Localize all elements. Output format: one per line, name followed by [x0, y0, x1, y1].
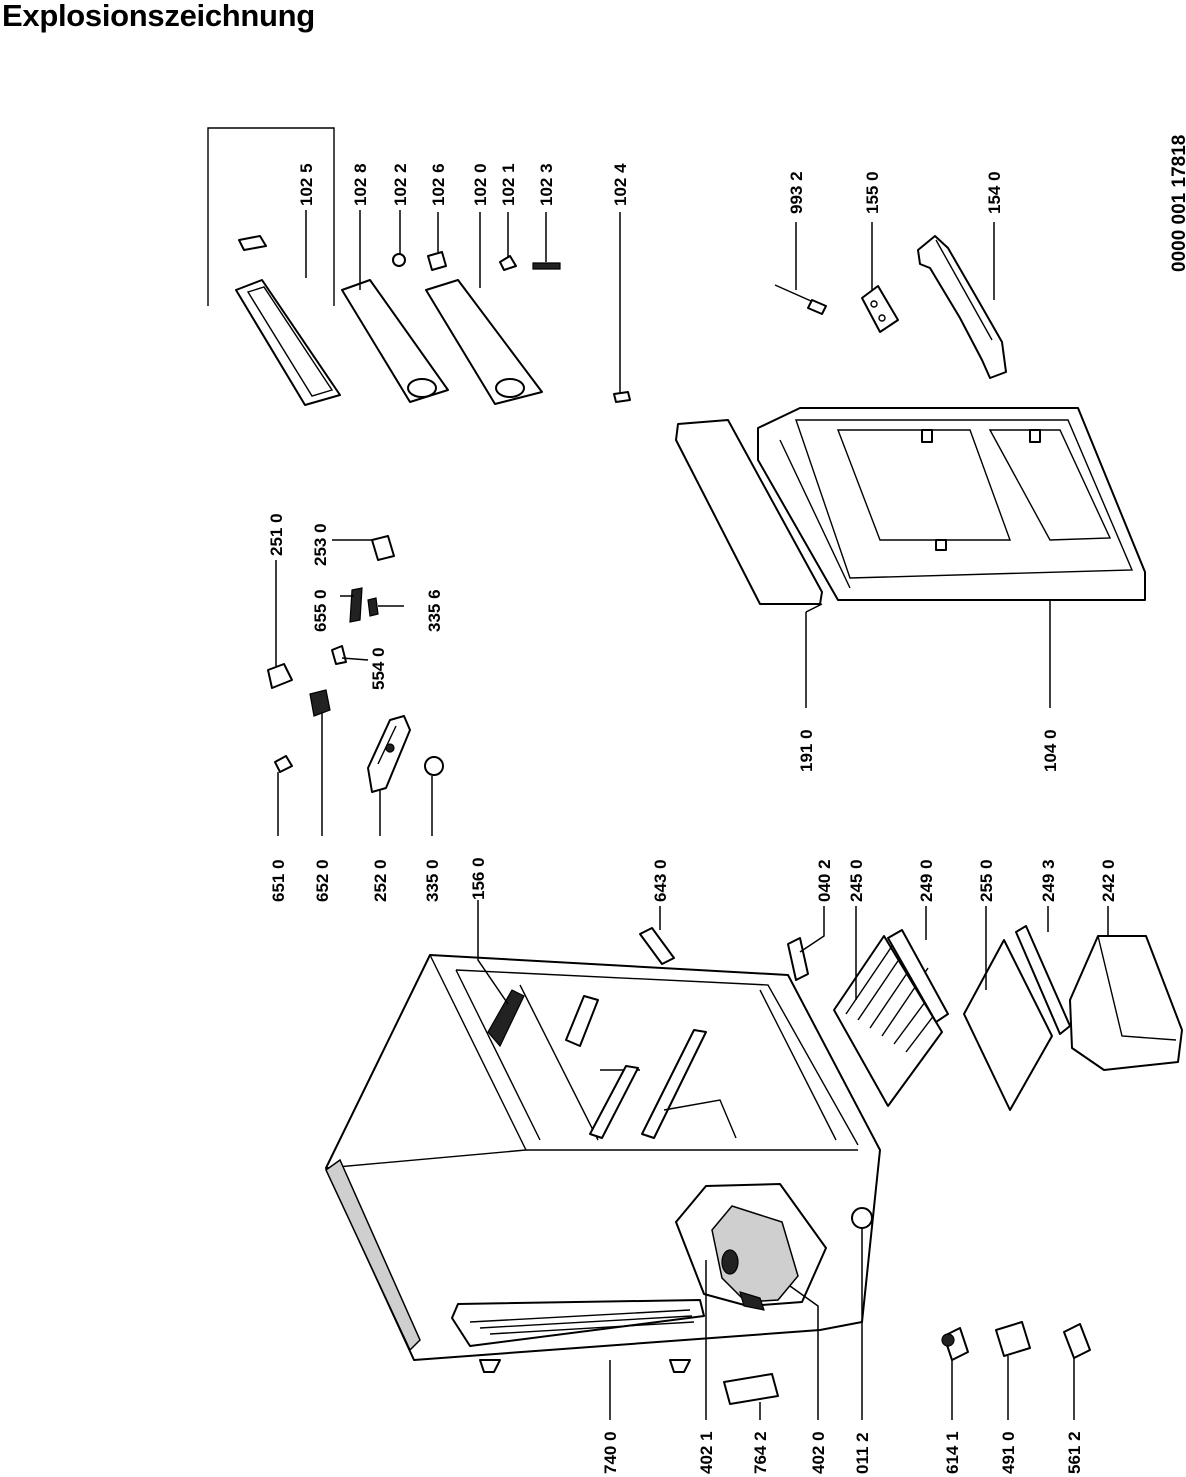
cover-box-part: [995, 1321, 1031, 1357]
document-number: 0000 001 17818: [1169, 135, 1186, 272]
group-bracket: [207, 127, 335, 306]
bracket-part: [787, 937, 809, 981]
label-242-0: 242 0: [1099, 859, 1118, 902]
thermostat-housing-part: [367, 715, 411, 793]
label-102-3: 102 3: [537, 163, 556, 206]
label-102-8: 102 8: [351, 163, 370, 206]
condenser-part: [451, 1299, 705, 1373]
lamp-holder-part: [331, 645, 347, 665]
door-handle-part: [917, 235, 1007, 379]
label-155-0: 155 0: [863, 171, 882, 214]
foot-part: [851, 1207, 873, 1229]
label-191-0: 191 0: [797, 729, 816, 772]
refrigerator-door: [757, 407, 1146, 601]
clamp-part: [1063, 1323, 1091, 1359]
label-335-6: 335 6: [425, 589, 444, 632]
shelf-trim-part: [887, 929, 949, 1023]
label-102-2: 102 2: [391, 163, 410, 206]
door-gasket-strip: [675, 419, 823, 605]
label-102-1: 102 1: [499, 163, 518, 206]
screw-part-3356: [367, 597, 379, 617]
leader-lines: [275, 210, 1109, 1420]
glass-shelf-trim: [1015, 925, 1071, 1035]
label-156-0: 156 0: [469, 857, 488, 900]
label-740-0: 740 0: [601, 1431, 620, 1474]
thermostat-capillary-part: [774, 284, 827, 315]
label-655-0: 655 0: [311, 589, 330, 632]
door-hinge-part: [427, 251, 447, 271]
label-993-2: 993 2: [787, 171, 806, 214]
label-245-0: 245 0: [847, 859, 866, 902]
label-102-0: 102 0: [471, 163, 490, 206]
label-253-0: 253 0: [311, 523, 330, 566]
label-040-2: 040 2: [815, 859, 834, 902]
bolt-part: [274, 755, 293, 773]
door-clip-part: [613, 391, 631, 403]
freezer-door-panel-lower: [425, 279, 543, 405]
label-652-0: 652 0: [313, 859, 332, 902]
label-011-2: 011 2: [853, 1432, 872, 1474]
label-402-0: 402 0: [809, 1431, 828, 1474]
control-panel-part: [861, 285, 899, 333]
label-561-2: 561 2: [1065, 1431, 1084, 1474]
label-102-5: 102 5: [297, 163, 316, 206]
door-latch-part: [532, 262, 561, 270]
label-764-2: 764 2: [751, 1431, 770, 1474]
label-643-0: 643 0: [651, 859, 670, 902]
label-102-6: 102 6: [429, 163, 448, 206]
page-title: Explosionszeichnung: [2, 0, 315, 33]
label-402-1: 402 1: [697, 1431, 716, 1474]
freezer-door-frame: [235, 235, 341, 406]
label-491-0: 491 0: [999, 1431, 1018, 1474]
cover-part: [267, 663, 293, 689]
hinge-pin-part: [392, 253, 406, 267]
wire-shelf: [833, 935, 943, 1107]
clip-part-253: [371, 535, 395, 561]
label-102-4: 102 4: [611, 163, 630, 206]
label-249-3: 249 3: [1039, 859, 1058, 902]
label-154-0: 154 0: [985, 171, 1004, 214]
label-651-0: 651 0: [269, 859, 288, 902]
label-554-0: 554 0: [369, 647, 388, 690]
label-251-0: 251 0: [267, 513, 286, 556]
lamp-cover-part: [639, 927, 675, 965]
spring-part: [349, 587, 363, 623]
relay-part: [941, 1327, 969, 1361]
door-stop-part: [499, 255, 517, 271]
label-104-0: 104 0: [1041, 729, 1060, 772]
crisper-drawer: [1069, 935, 1183, 1071]
label-335-0: 335 0: [423, 859, 442, 902]
part-labels: 102 5 102 8 102 2 102 6 102 0 102 1 102 …: [267, 163, 1118, 1474]
evaporator-fins-part: [487, 989, 525, 1048]
label-249-0: 249 0: [917, 859, 936, 902]
thermostat-part: [309, 689, 331, 717]
label-614-1: 614 1: [943, 1431, 962, 1474]
label-255-0: 255 0: [977, 859, 996, 902]
knob-part: [424, 756, 444, 776]
drier-part: [723, 1373, 779, 1405]
label-252-0: 252 0: [371, 859, 390, 902]
compressor-part: [675, 1183, 827, 1311]
